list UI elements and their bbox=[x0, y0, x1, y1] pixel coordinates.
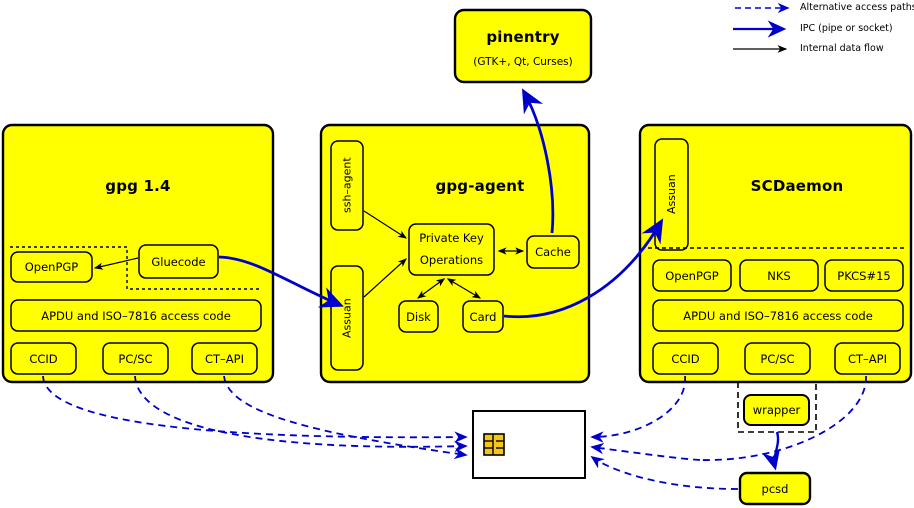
alt-path-scdaemon-ccid-to-card bbox=[590, 375, 686, 443]
scdaemon-apdu-label: APDU and ISO–7816 access code bbox=[683, 308, 873, 323]
gpg-apdu-label: APDU and ISO–7816 access code bbox=[41, 308, 231, 323]
gpg-apdu-box bbox=[10, 299, 262, 332]
gpg-title: gpg 1.4 bbox=[105, 177, 171, 195]
ipc-agent-to-pinentry bbox=[521, 88, 555, 234]
agent-cache-label: Cache bbox=[535, 245, 571, 259]
agent-card-label: Card bbox=[469, 309, 497, 324]
scdaemon-driver-pcsc-label: PC/SC bbox=[760, 351, 795, 366]
pinentry-box bbox=[453, 8, 593, 84]
legend-label-alternative: Alternative access paths bbox=[800, 2, 914, 13]
gpg-gluecode-box bbox=[138, 244, 219, 279]
wrapper-label: wrapper bbox=[752, 403, 801, 417]
agent-disk-box bbox=[398, 300, 439, 333]
alt-path-gpg-pcsc-to-card bbox=[134, 375, 468, 453]
scdaemon-app-nks-box bbox=[739, 259, 819, 292]
arrow-wrapper-to-pcsd bbox=[761, 431, 781, 471]
agent-assuan-label: Assuan bbox=[340, 298, 354, 338]
legend-label-internal: Internal data flow bbox=[800, 43, 884, 54]
ipc-agent-card-to-scdaemon-assuan bbox=[503, 218, 664, 319]
scdaemon-app-nks-label: NKS bbox=[767, 268, 791, 283]
arrow-ssh-agent-to-pko bbox=[363, 210, 408, 239]
pcsd-label: pcsd bbox=[761, 481, 789, 496]
scdaemon-app-pkcs15-box bbox=[824, 259, 904, 292]
smartcard-chip-icon bbox=[483, 433, 505, 456]
scdaemon-driver-ccid-box bbox=[652, 342, 719, 375]
scdaemon-app-openpgp-label: OpenPGP bbox=[665, 268, 719, 283]
arrow-assuan-to-pko bbox=[363, 258, 407, 298]
arrow-gluecode-to-openpgp bbox=[93, 257, 139, 270]
agent-private-key-ops-line1: Private Key bbox=[419, 231, 484, 245]
gpg-dotted-region bbox=[10, 246, 262, 290]
pinentry-title: pinentry bbox=[486, 28, 560, 46]
gpg-driver-ccid-label: CCID bbox=[29, 351, 58, 366]
scdaemon-driver-ccid-label: CCID bbox=[671, 351, 700, 366]
alt-path-gpg-ccid-to-card bbox=[42, 375, 468, 443]
gpg-driver-ccid-box bbox=[10, 342, 77, 375]
scdaemon-assuan-box bbox=[654, 138, 689, 251]
smartcard-body bbox=[472, 410, 586, 479]
arrow-pko-to-card bbox=[446, 278, 482, 299]
wrapper-box bbox=[743, 394, 810, 426]
gpg-driver-pcsc-box bbox=[102, 342, 169, 375]
agent-private-key-ops-box bbox=[408, 223, 495, 276]
agent-ssh-agent-box bbox=[330, 140, 364, 231]
gpg-openpgp-box bbox=[10, 251, 93, 283]
scdaemon-apdu-box bbox=[652, 299, 904, 332]
agent-disk-label: Disk bbox=[406, 309, 431, 324]
scdaemon-driver-ctapi-box bbox=[834, 342, 901, 375]
alt-path-scdaemon-pcsc-to-pcsd bbox=[590, 442, 701, 461]
gpg-driver-pcsc-label: PC/SC bbox=[118, 351, 153, 366]
gpg-driver-ctapi-label: CT–API bbox=[205, 351, 244, 366]
scdaemon-title: SCDaemon bbox=[750, 177, 844, 195]
gpg-driver-ctapi-box bbox=[191, 342, 258, 375]
legend-label-ipc: IPC (pipe or socket) bbox=[800, 23, 893, 34]
scdaemon-driver-ctapi-label: CT–API bbox=[848, 351, 887, 366]
gpg-gluecode-label: Gluecode bbox=[151, 254, 206, 269]
agent-card-box bbox=[462, 300, 504, 333]
arrow-pko-to-disk bbox=[417, 278, 446, 299]
agent-ssh-agent-label: ssh–agent bbox=[340, 157, 354, 214]
scdaemon-app-pkcs15-label: PKCS#15 bbox=[837, 268, 891, 283]
alt-path-gpg-ctapi-to-card bbox=[223, 375, 468, 460]
scdaemon-app-openpgp-box bbox=[652, 259, 732, 292]
wrapper-dashed-region bbox=[737, 381, 817, 433]
scdaemon-assuan-label: Assuan bbox=[665, 174, 678, 215]
ipc-gluecode-to-agent-assuan bbox=[218, 255, 344, 308]
gpg-openpgp-label: OpenPGP bbox=[24, 260, 79, 274]
alt-path-scdaemon-ctapi-to-card bbox=[699, 375, 867, 461]
pinentry-subtitle: (GTK+, Qt, Curses) bbox=[473, 56, 573, 68]
agent-cache-box bbox=[526, 235, 580, 269]
alt-path-pcsd-to-card bbox=[590, 455, 739, 490]
scdaemon-driver-pcsc-box bbox=[744, 342, 811, 375]
pcsd-box bbox=[738, 471, 812, 506]
agent-private-key-ops-line2: Operations bbox=[419, 253, 484, 267]
gpg-agent-title: gpg-agent bbox=[435, 177, 525, 195]
